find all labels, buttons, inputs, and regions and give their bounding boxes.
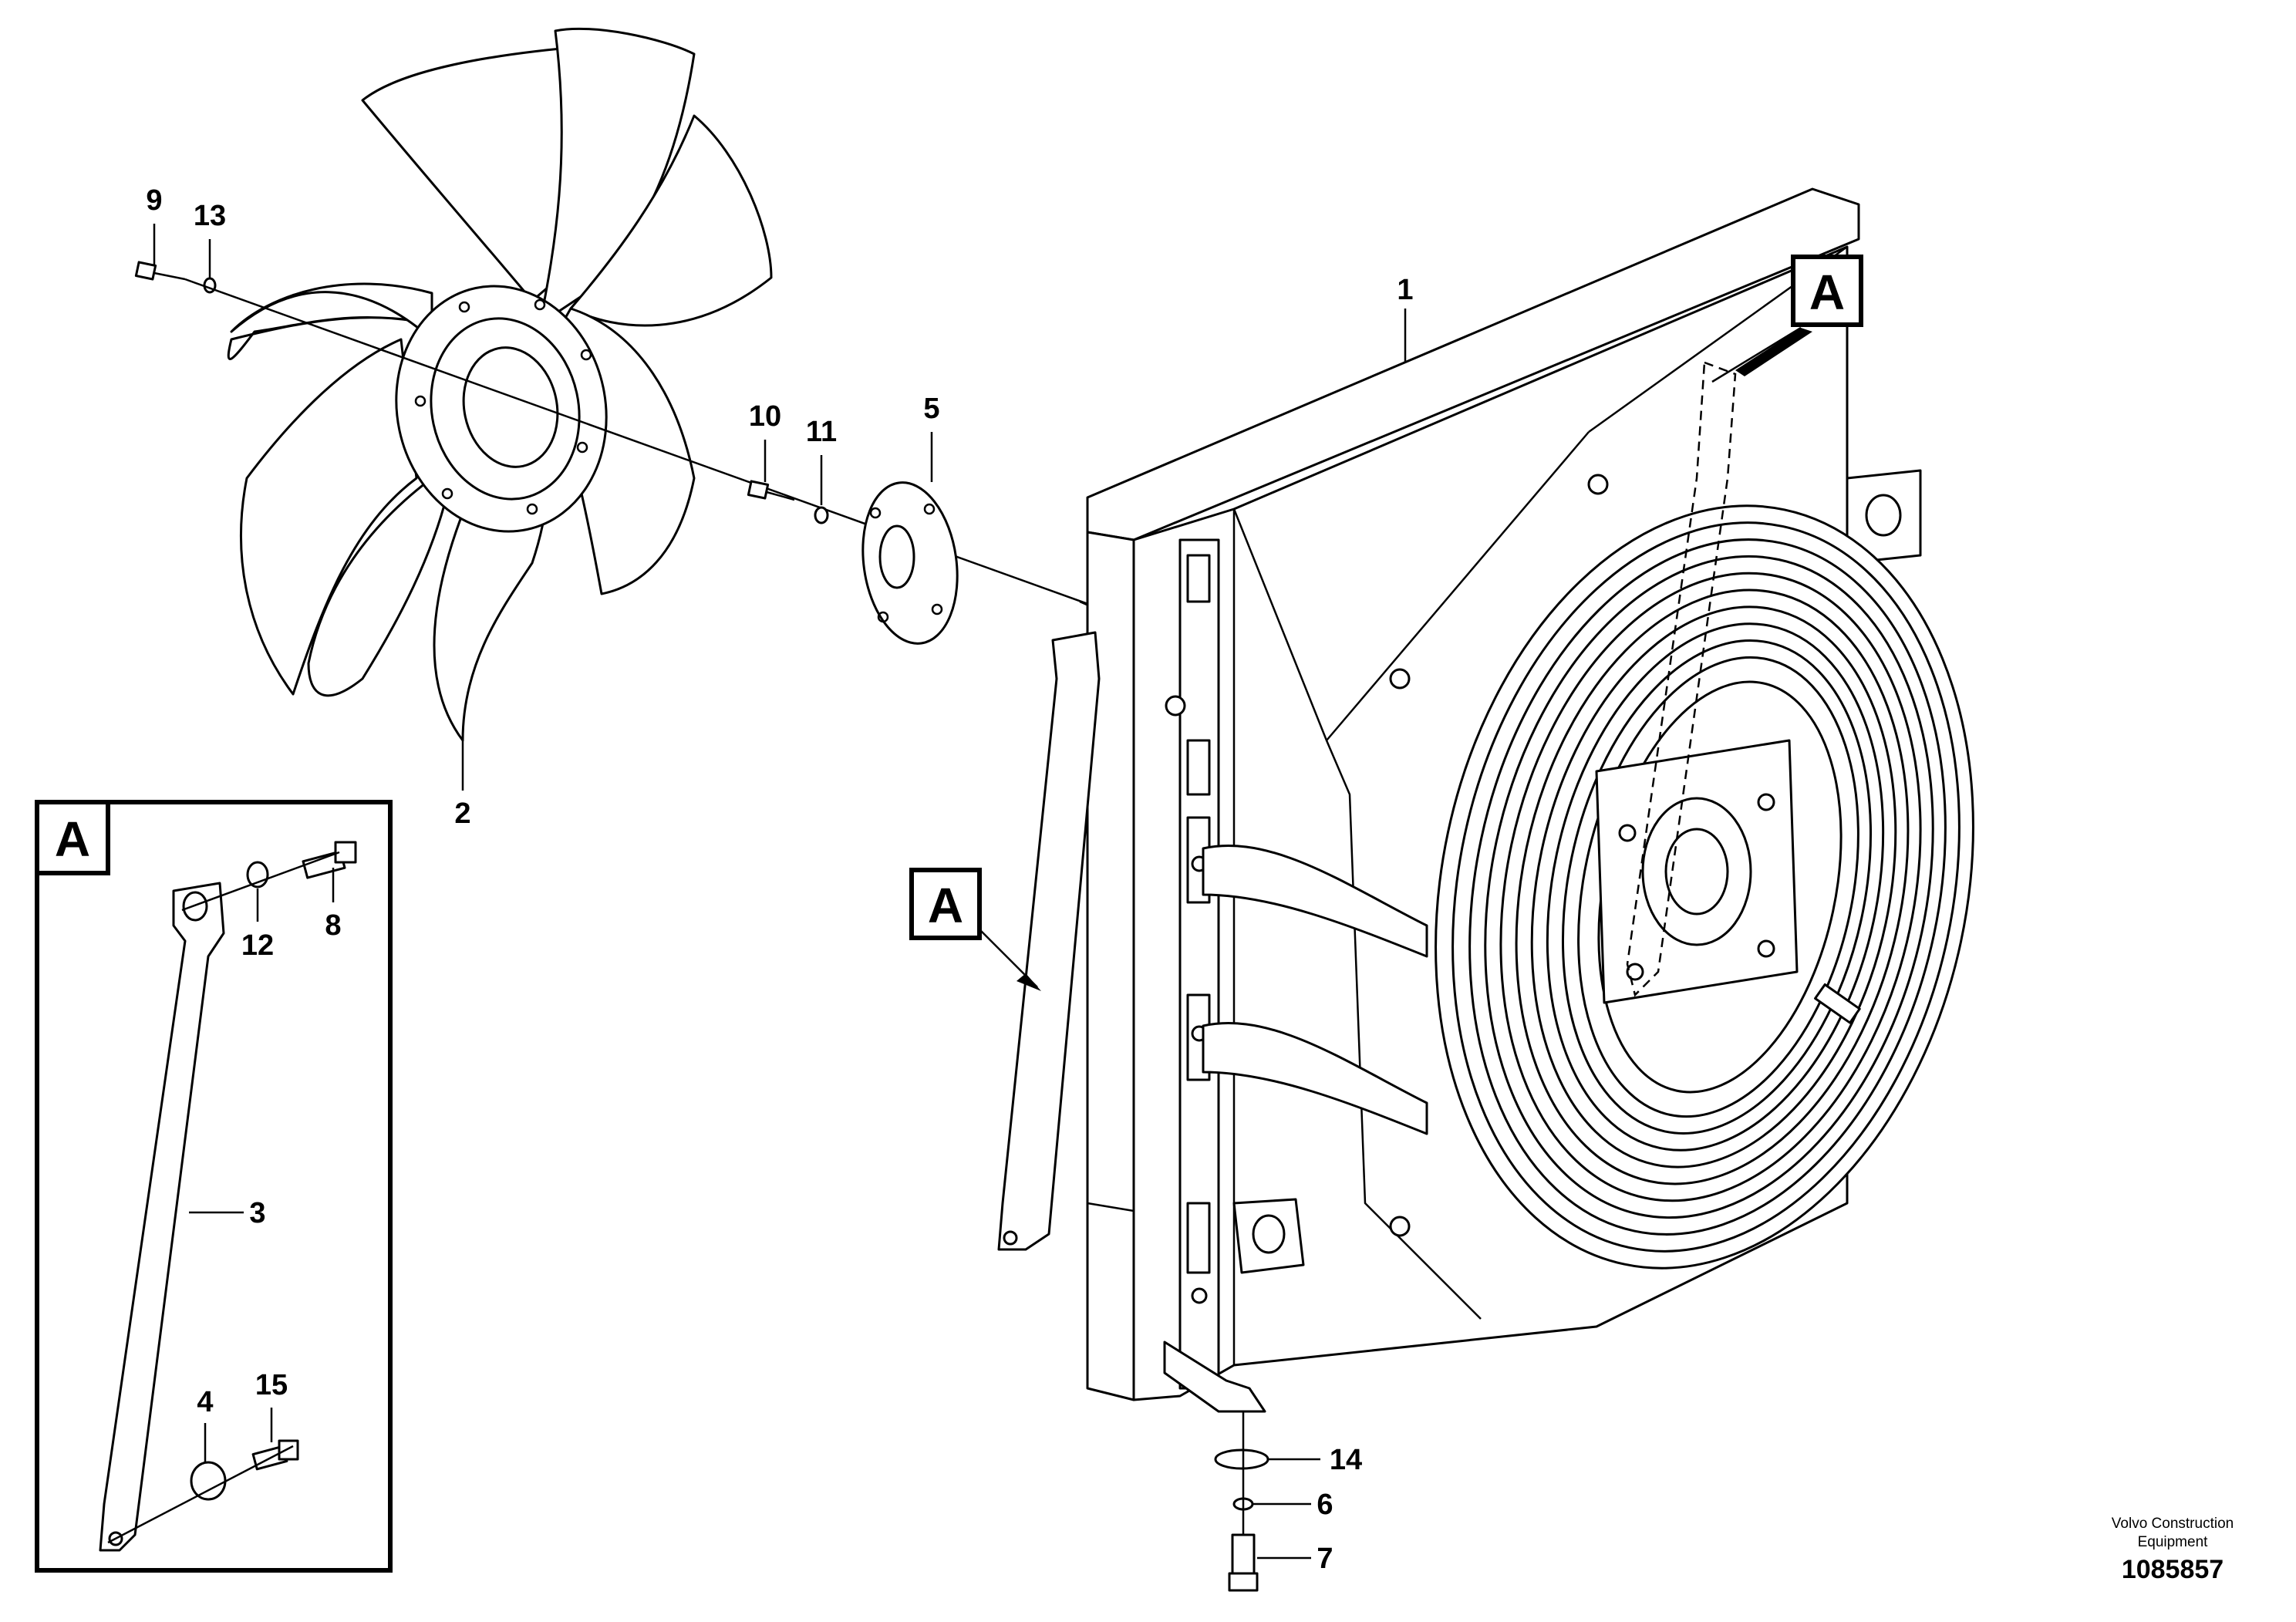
detail-a-frame (35, 800, 393, 1573)
pointer-a-left-label: A (928, 878, 963, 933)
detail-washer-4 (190, 1461, 227, 1501)
leader-lines (153, 224, 1407, 1560)
callout-6: 6 (1317, 1489, 1333, 1521)
stay-hidden-outline (1626, 361, 1737, 997)
stay-on-cooler (997, 631, 1101, 1251)
pointer-a-left (909, 868, 1041, 991)
callout-3: 3 (249, 1197, 265, 1229)
bolt-7 (1228, 1533, 1259, 1592)
detail-a-label: A (55, 811, 90, 867)
detail-bolt-8 (302, 841, 357, 879)
flange-bolt-10 (747, 480, 795, 501)
callout-15: 15 (255, 1369, 288, 1401)
washer-14 (1214, 1448, 1269, 1470)
coil-fan-guard (1435, 504, 1974, 1270)
document-number: 1085857 (2122, 1555, 2224, 1584)
pointer-a-top (1711, 255, 1863, 383)
detail-stay (99, 882, 225, 1552)
callout-12: 12 (241, 929, 274, 962)
callout-4: 4 (197, 1386, 213, 1418)
callout-9: 9 (146, 184, 162, 217)
credit-line-1: Volvo Construction (2112, 1516, 2234, 1532)
callout-11: 11 (806, 416, 837, 448)
fan-assembly (227, 27, 773, 742)
callout-1: 1 (1397, 274, 1413, 306)
fan-flange-5 (861, 481, 959, 645)
callout-10: 10 (749, 400, 781, 433)
callout-14: 14 (1330, 1444, 1362, 1476)
pointer-a-top-label: A (1809, 265, 1845, 320)
detail-a-label-box (35, 800, 110, 875)
callout-5: 5 (923, 393, 939, 425)
callout-2: 2 (454, 798, 470, 830)
callout-7: 7 (1317, 1543, 1333, 1575)
washer-11 (814, 506, 829, 524)
callout-13: 13 (194, 200, 226, 232)
credit-line-2: Equipment (2138, 1534, 2209, 1550)
fan-bolt-9 (134, 261, 186, 281)
detail-top-axis (181, 851, 340, 912)
callout-8: 8 (325, 909, 341, 942)
detail-bottom-axis (107, 1445, 294, 1544)
